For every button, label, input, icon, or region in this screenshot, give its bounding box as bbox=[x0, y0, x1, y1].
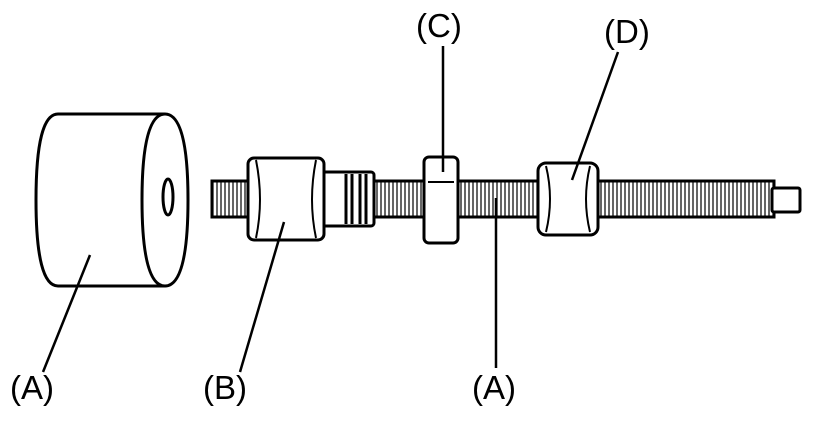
leader-line-nut-d bbox=[570, 51, 620, 181]
washer-part-c bbox=[422, 155, 460, 245]
leader-line-cup bbox=[41, 254, 92, 373]
label-rod: (A) bbox=[472, 369, 516, 406]
label-nut-d: (D) bbox=[604, 13, 650, 50]
label-cup: (A) bbox=[10, 369, 54, 406]
nut-part-d bbox=[536, 161, 600, 237]
leader-line-nut-b bbox=[238, 221, 286, 373]
cup-part-a bbox=[34, 112, 190, 288]
nut-part-b bbox=[246, 156, 326, 242]
leader-lines bbox=[41, 46, 620, 373]
collar bbox=[316, 170, 376, 228]
label-nut-b: (B) bbox=[203, 369, 247, 406]
label-washer-c: (C) bbox=[416, 7, 462, 44]
